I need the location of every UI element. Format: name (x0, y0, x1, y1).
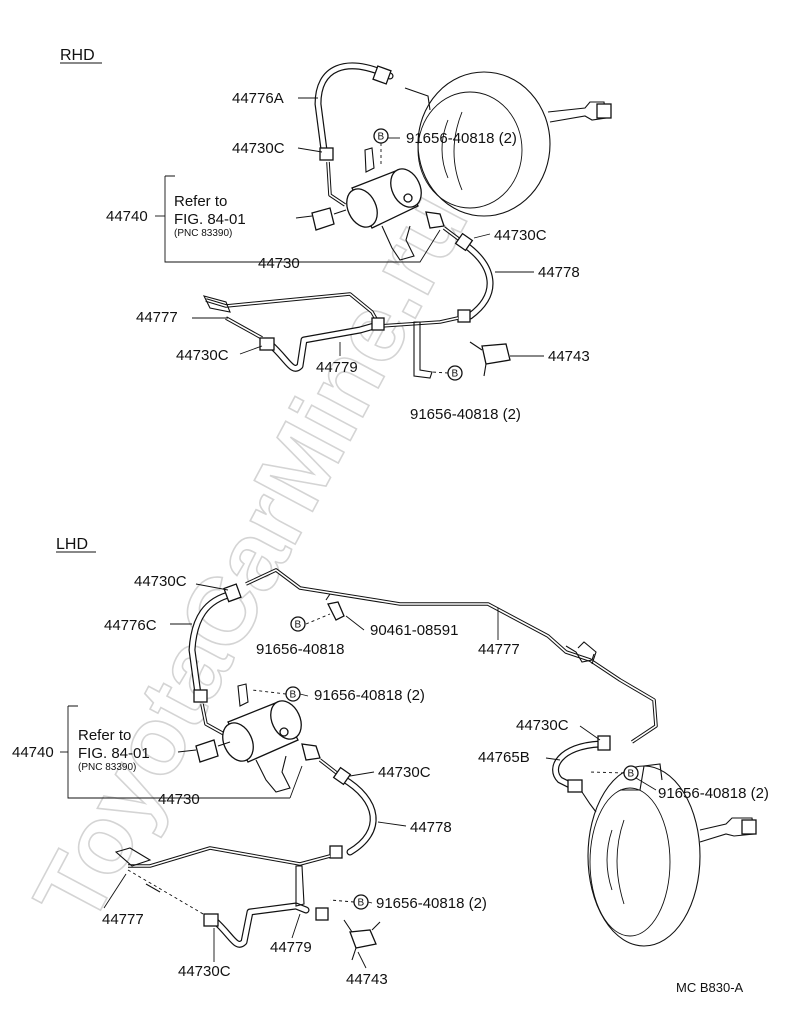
lhd-label-44730c-bottom: 44730C (178, 963, 231, 980)
lhd-label-44778: 44778 (410, 819, 452, 836)
rhd-heading: RHD (60, 47, 95, 64)
lhd-label-bolt-d: 91656-40818 (2) (376, 895, 487, 912)
rhd-label-44776a: 44776A (232, 90, 284, 107)
lhd-label-44779: 44779 (270, 939, 312, 956)
diagram-code: MC B830-A (676, 980, 744, 995)
lhd-bolt-c-symbol: B (628, 769, 635, 780)
rhd-label-fig: FIG. 84-01 (174, 211, 246, 228)
rhd-bolt-bottom-symbol: B (452, 369, 459, 380)
rhd-label-44779: 44779 (316, 359, 358, 376)
rhd-label-44730c-right: 44730C (494, 227, 547, 244)
rhd-section: RHD B (60, 47, 612, 423)
rhd-label-44730c-left: 44730C (176, 347, 229, 364)
lhd-check-valve (177, 739, 231, 763)
lhd-bolt-a-symbol: B (295, 620, 302, 631)
lhd-label-pnc: (PNC 83390) (78, 762, 136, 773)
lhd-label-44777-bottom: 44777 (102, 911, 144, 928)
rhd-label-44740: 44740 (106, 208, 148, 225)
lhd-label-44730c-booster: 44730C (516, 717, 569, 734)
rhd-label-pnc: (PNC 83390) (174, 228, 232, 239)
lhd-heading: LHD (56, 536, 88, 553)
rhd-label-44777: 44777 (136, 309, 178, 326)
rhd-label-bolt-top: 91656-40818 (2) (406, 130, 517, 147)
rhd-valve-44743 (469, 341, 511, 377)
lhd-label-bolt-b: 91656-40818 (2) (314, 687, 425, 704)
rhd-label-bolt-bottom: 91656-40818 (2) (410, 406, 521, 423)
rhd-label-44778: 44778 (538, 264, 580, 281)
lhd-valve-44743 (343, 919, 381, 961)
lhd-label-44740: 44740 (12, 744, 54, 761)
lhd-label-44777-top: 44777 (478, 641, 520, 658)
lhd-label-44743: 44743 (346, 971, 388, 988)
rhd-label-refer-to: Refer to (174, 193, 227, 210)
lhd-label-90461: 90461-08591 (370, 622, 458, 639)
lhd-label-refer-to: Refer to (78, 727, 131, 744)
lhd-vacuum-tank (222, 683, 302, 793)
rhd-check-valve (295, 207, 347, 231)
rhd-brake-booster (404, 71, 612, 217)
rhd-label-44730c-top: 44730C (232, 140, 285, 157)
lhd-label-fig: FIG. 84-01 (78, 745, 150, 762)
rhd-vacuum-tank (346, 147, 422, 261)
lhd-label-44730c-mid: 44730C (378, 764, 431, 781)
lhd-brake-booster (587, 763, 757, 947)
lhd-section: LHD B B (12, 536, 769, 988)
lhd-label-bolt-a: 91656-40818 (256, 641, 344, 658)
lhd-label-bolt-c: 91656-40818 (2) (658, 785, 769, 802)
lhd-label-44730: 44730 (158, 791, 200, 808)
lhd-bolt-b-symbol: B (290, 690, 297, 701)
lhd-label-44730c-top: 44730C (134, 573, 187, 590)
lhd-label-44776c: 44776C (104, 617, 157, 634)
rhd-label-44743: 44743 (548, 348, 590, 365)
rhd-bolt-top-symbol: B (378, 132, 385, 143)
rhd-label-44730: 44730 (258, 255, 300, 272)
lhd-bolt-d-symbol: B (358, 898, 365, 909)
lhd-label-44765b: 44765B (478, 749, 530, 766)
